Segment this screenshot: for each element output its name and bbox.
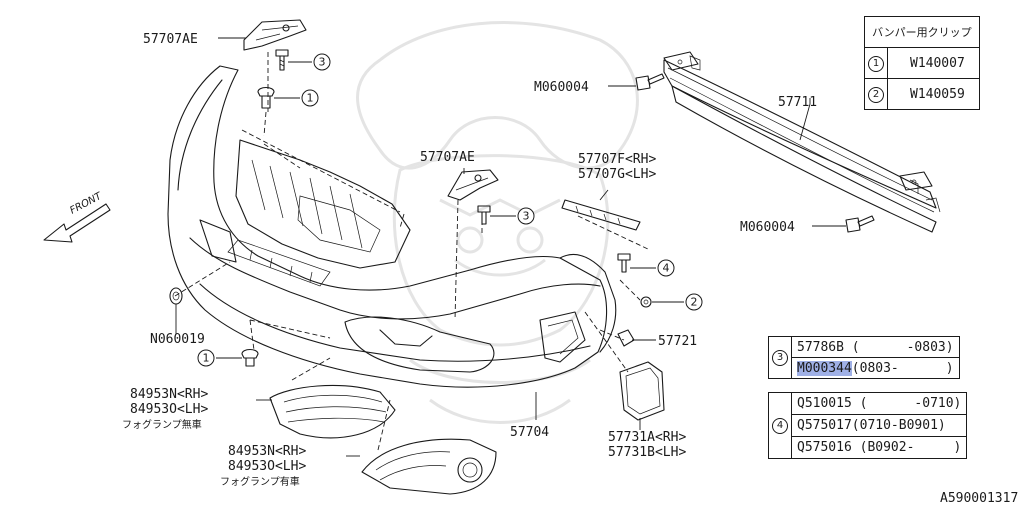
side-bracket-drawing xyxy=(561,199,641,231)
label-grille-nofog-lh: 84953O<LH> xyxy=(130,402,208,417)
label-grille-fog-lh: 84953O<LH> xyxy=(228,459,306,474)
supersession-row: M000344(0803- ) xyxy=(769,357,960,379)
leader-lines xyxy=(175,37,846,457)
supersession-row: Q575016 (B0902- ) xyxy=(769,436,968,459)
lower-clip-drawing xyxy=(241,348,259,367)
clip-code[interactable]: W140059 xyxy=(887,78,980,110)
top-bracket-drawing xyxy=(243,19,307,51)
supersession-table-3: 3 57786B ( -0803) M000344(0803- ) xyxy=(768,336,960,379)
callout-1-lower: 1 xyxy=(197,349,215,367)
clip-4-drawing xyxy=(617,253,631,273)
retainer-drawing xyxy=(617,329,635,347)
date-range: ( -0803) xyxy=(851,339,954,355)
label-grille-fog-rh: 84953N<RH> xyxy=(228,444,306,459)
callout-1-upper: 1 xyxy=(301,89,319,107)
beam-bolt-upper-drawing xyxy=(635,73,665,91)
clip-code[interactable]: W140007 xyxy=(887,47,980,79)
supersession-table-4: 4 Q510015 ( -0710) Q575017(0710-B0901) Q… xyxy=(768,392,968,459)
label-reinforcement: 57711 xyxy=(778,95,817,110)
diagram-id: A590001317 xyxy=(940,491,1018,506)
label-side-bracket-rh: 57707F<RH> xyxy=(578,152,656,167)
date-range: (0710-B0901) xyxy=(851,418,946,433)
label-cover-rh: 57731A<RH> xyxy=(608,430,686,445)
supersession-row: Q575017(0710-B0901) xyxy=(769,414,968,437)
part-number[interactable]: Q575017 xyxy=(797,418,852,433)
part-number[interactable]: Q575016 xyxy=(797,440,852,455)
supersession-number: 4 xyxy=(772,418,788,434)
callout-2: 2 xyxy=(685,293,703,311)
callout-4: 4 xyxy=(657,259,675,277)
front-label: FRONT xyxy=(68,190,104,216)
mid-bracket-drawing xyxy=(447,169,499,201)
clip-2-drawing xyxy=(640,296,652,308)
label-grille-nofog-note: フォグランプ無車 xyxy=(122,418,202,431)
label-clip-left: N060019 xyxy=(150,332,205,347)
label-cover-lh: 57731B<LH> xyxy=(608,445,686,460)
watermark-emblem xyxy=(356,21,639,424)
label-bolt-lower: M060004 xyxy=(740,220,795,235)
grille-fog-drawing xyxy=(361,438,497,495)
label-mid-bracket: 57707AE xyxy=(420,150,475,165)
callout-3-mid: 3 xyxy=(517,207,535,225)
label-bolt-upper: M060004 xyxy=(534,80,589,95)
label-grille-nofog-rh: 84953N<RH> xyxy=(130,387,208,402)
label-side-bracket-lh: 57707G<LH> xyxy=(578,167,656,182)
part-number[interactable]: 57786B xyxy=(797,339,844,355)
svg-text:3: 3 xyxy=(319,56,326,69)
left-clip-drawing xyxy=(169,287,183,305)
svg-text:1: 1 xyxy=(307,92,314,105)
svg-text:2: 2 xyxy=(691,296,698,309)
svg-text:1: 1 xyxy=(203,352,210,365)
label-retainer: 57721 xyxy=(658,334,697,349)
beam-bolt-lower-drawing xyxy=(845,215,875,233)
mid-bolt-drawing xyxy=(477,205,491,225)
fog-cover-drawing xyxy=(619,361,665,421)
svg-text:4: 4 xyxy=(663,262,670,275)
supersession-row: 3 57786B ( -0803) xyxy=(768,336,960,379)
front-arrow: FRONT xyxy=(43,190,111,243)
svg-text:3: 3 xyxy=(523,210,530,223)
label-bumper-face: 57704 xyxy=(510,425,549,440)
bumper-face-drawing xyxy=(167,65,617,388)
date-range: (0803- ) xyxy=(851,360,954,376)
upper-bolt-drawing xyxy=(275,49,289,71)
date-range: ( -0710) xyxy=(859,396,962,411)
label-grille-fog-note: フォグランプ有車 xyxy=(220,475,300,488)
clip-number: 1 xyxy=(868,55,884,72)
grille-nofog-drawing xyxy=(269,384,396,439)
part-number[interactable]: Q510015 xyxy=(797,396,852,411)
reinforcement-beam-drawing xyxy=(663,51,941,233)
date-range: (B0902- ) xyxy=(859,440,962,455)
part-number-highlighted[interactable]: M000344 xyxy=(797,360,852,376)
assembly-lines xyxy=(174,52,651,451)
clip-table-row: 1 W140007 xyxy=(864,47,980,79)
clip-number: 2 xyxy=(868,86,884,103)
clip-table-header: バンパー用クリップ xyxy=(864,16,980,48)
supersession-row: 4 Q510015 ( -0710) xyxy=(768,392,968,459)
clip-table: バンパー用クリップ 1 W140007 2 W140059 xyxy=(864,16,980,110)
supersession-number: 3 xyxy=(772,350,788,366)
clip-table-row: 2 W140059 xyxy=(864,78,980,110)
label-top-bracket: 57707AE xyxy=(143,32,198,47)
upper-clip-drawing xyxy=(257,86,275,109)
callout-3-upper: 3 xyxy=(313,53,331,71)
